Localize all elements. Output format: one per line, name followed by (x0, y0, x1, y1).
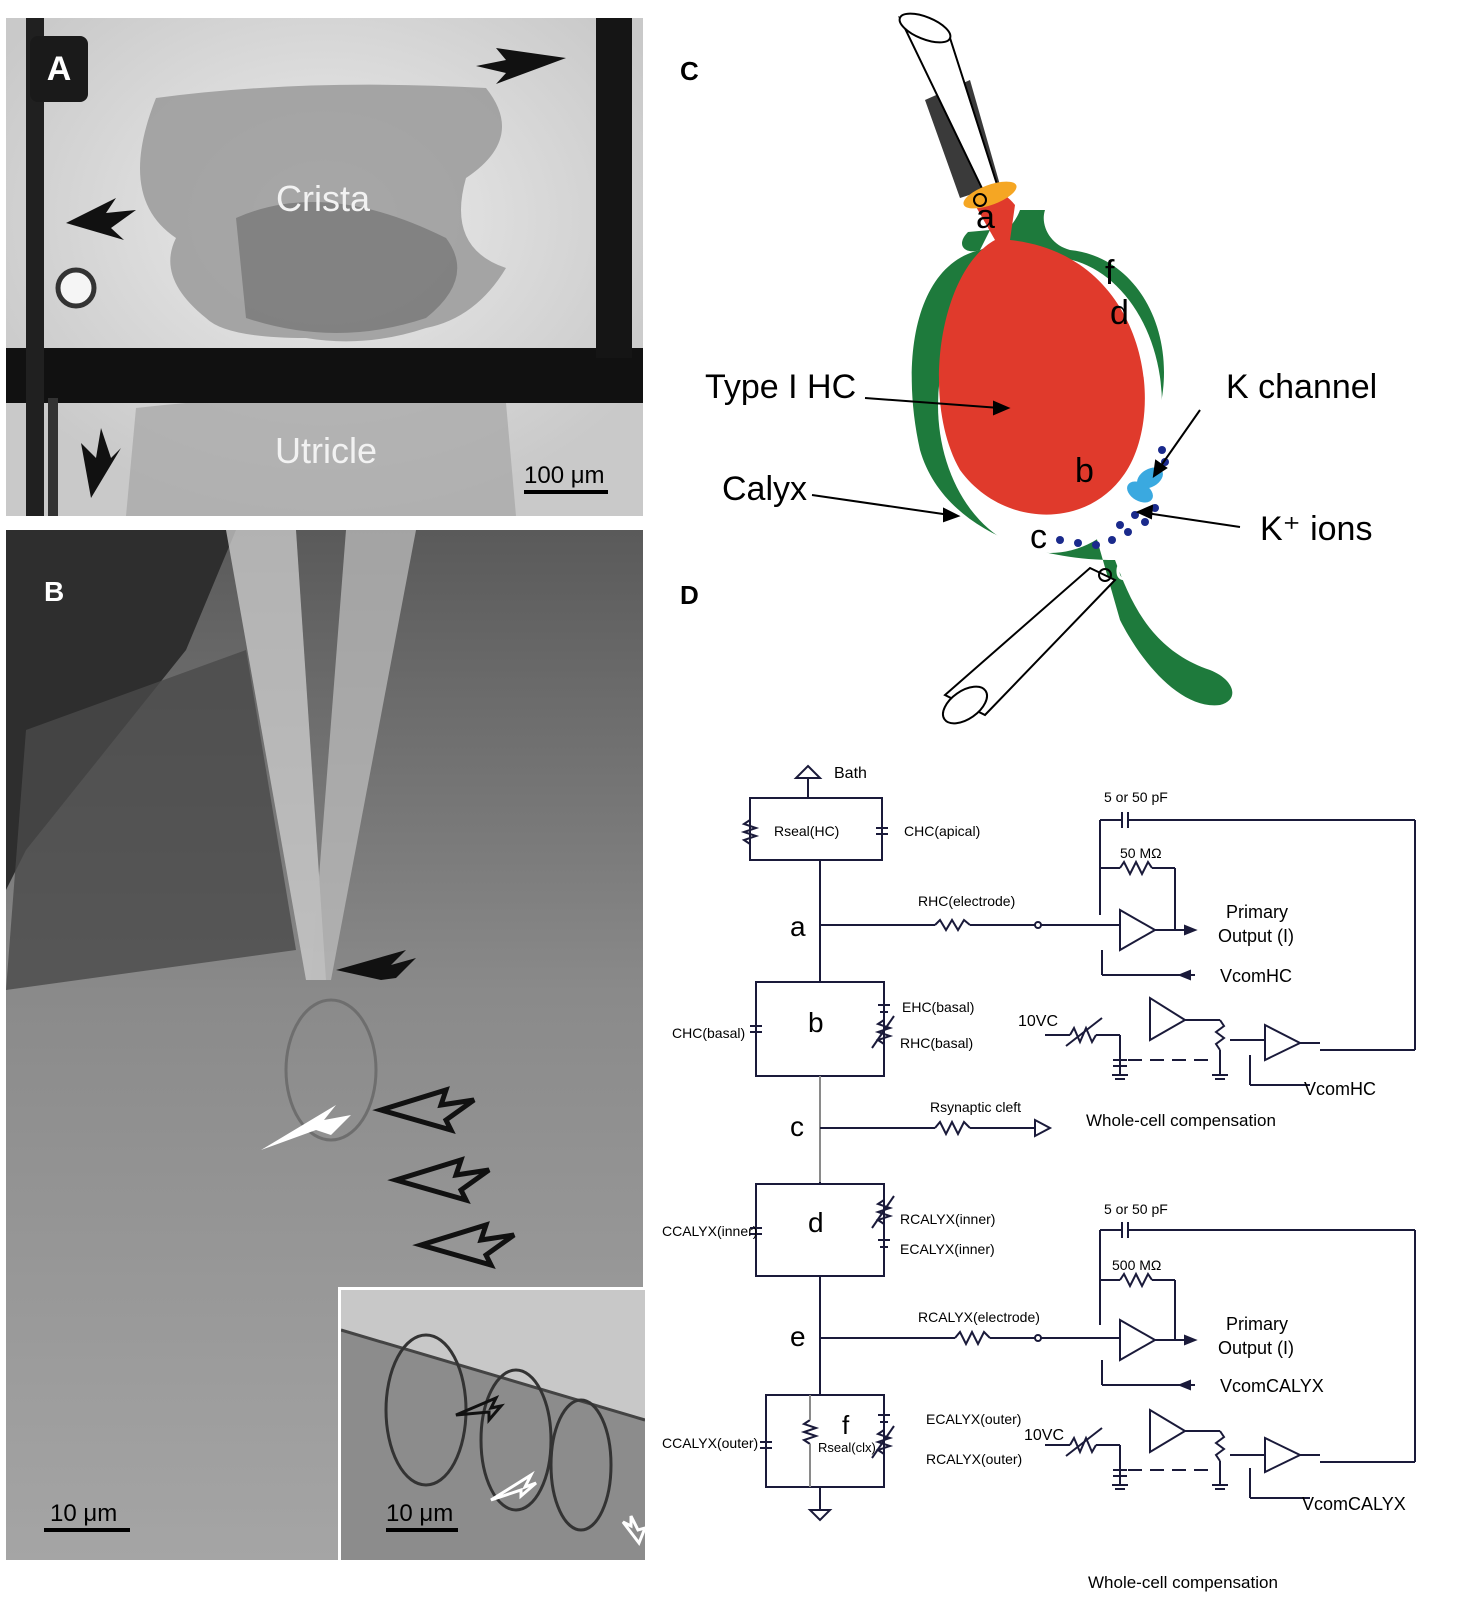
hc-pipette (897, 16, 1004, 207)
kchannel-label: K channel (1226, 368, 1377, 406)
kions-label: K⁺ ions (1260, 510, 1372, 548)
primary-output-top-2: Output (I) (1218, 926, 1294, 946)
panel-b-scale-text: 10 μm (50, 1500, 118, 1527)
c-node-f: f (1105, 254, 1115, 292)
panel-d-circuit: Bath Rseal(HC) CHC(apical) a RHC(electro… (662, 764, 1416, 1592)
ccalyx-outer-label: CCALYX(outer) (662, 1435, 758, 1451)
cap-bottom-label: 5 or 50 pF (1104, 1201, 1168, 1217)
wcc-2-label: Whole-cell compensation (1088, 1573, 1278, 1592)
tenvc-1-label: 10VC (1018, 1013, 1058, 1030)
c-node-b: b (1075, 452, 1094, 490)
inset-scale-bar (386, 1528, 458, 1532)
chc-apical-label: CHC(apical) (904, 823, 980, 839)
primary-output-bot-1: Primary (1226, 1314, 1288, 1334)
res-500-label: 500 MΩ (1112, 1257, 1161, 1273)
primary-output-top-1: Primary (1226, 902, 1288, 922)
panel-c-label: C (680, 56, 699, 86)
d-node-b: b (808, 1007, 824, 1038)
panel-a-scale-bar (524, 490, 608, 494)
crista-label: Crista (276, 178, 371, 219)
c-node-c: c (1030, 518, 1047, 556)
vcom-hc-2-label: VcomHC (1304, 1079, 1376, 1099)
chc-basal-label: CHC(basal) (672, 1025, 745, 1041)
rcalyx-outer-label: RCALYX(outer) (926, 1451, 1022, 1467)
panel-a-micrograph (6, 18, 643, 516)
ccalyx-inner-label: CCALYX(inner) (662, 1223, 757, 1239)
ecalyx-inner-label: ECALYX(inner) (900, 1241, 995, 1257)
utricle-label: Utricle (275, 430, 378, 471)
rseal-clx-label: Rseal(clx) (818, 1440, 876, 1455)
calyx-label: Calyx (722, 470, 807, 508)
d-node-a: a (790, 911, 806, 942)
cap-top-label: 5 or 50 pF (1104, 789, 1168, 805)
panel-d-label: D (680, 580, 699, 610)
panel-b-inset-image (341, 1290, 645, 1560)
rhc-electrode-label: RHC(electrode) (918, 893, 1015, 909)
panel-b-scale-bar (44, 1528, 130, 1532)
panel-a-scale-text: 100 μm (524, 462, 605, 489)
ecalyx-outer-label: ECALYX(outer) (926, 1411, 1021, 1427)
panel-b-inset (338, 1287, 645, 1560)
vcom-calyx-1-label: VcomCALYX (1220, 1376, 1324, 1396)
type-i-hair-cell (938, 192, 1145, 515)
d-node-c: c (790, 1111, 804, 1142)
panel-b-label: B (44, 576, 65, 607)
bath-label: Bath (834, 765, 867, 782)
d-node-e: e (790, 1321, 806, 1352)
vcom-calyx-2-label: VcomCALYX (1302, 1494, 1406, 1514)
wcc-1-label: Whole-cell compensation (1086, 1111, 1276, 1130)
res-50-label: 50 MΩ (1120, 845, 1162, 861)
panel-a-image (6, 18, 643, 516)
c-node-d: d (1110, 294, 1129, 332)
tenvc-2-label: 10VC (1024, 1427, 1064, 1444)
panel-a-label: A (30, 36, 88, 102)
rseal-hc-label: Rseal(HC) (774, 823, 839, 839)
c-node-e: e (1115, 550, 1134, 588)
rcalyx-inner-label: RCALYX(inner) (900, 1211, 995, 1227)
c-node-a: a (976, 198, 995, 236)
rcalyx-electrode-label: RCALYX(electrode) (918, 1309, 1040, 1325)
inset-scale-text: 10 μm (386, 1500, 454, 1527)
type1hc-label: Type I HC (705, 368, 856, 406)
d-node-d: d (808, 1207, 824, 1238)
primary-output-bot-2: Output (I) (1218, 1338, 1294, 1358)
vcom-hc-1-label: VcomHC (1220, 966, 1292, 986)
rhc-basal-label: RHC(basal) (900, 1035, 973, 1051)
panel-c-diagram: Type I HC Calyx K channel K⁺ ions a b c … (705, 12, 1377, 725)
k-ions-dots (1056, 446, 1169, 549)
rsynaptic-label: Rsynaptic cleft (930, 1099, 1021, 1115)
calyx-pipette (943, 566, 1117, 717)
d-node-f: f (842, 1410, 850, 1440)
ehc-basal-label: EHC(basal) (902, 999, 974, 1015)
